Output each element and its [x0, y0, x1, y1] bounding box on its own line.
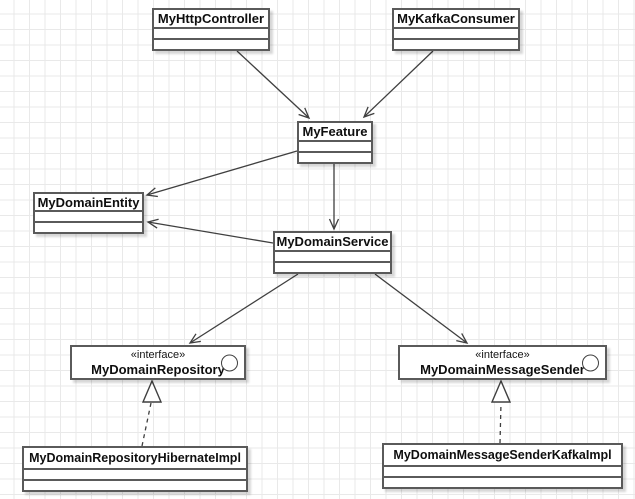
relation-MyKafkaConsumer-to-MyFeature[interactable]: [362, 50, 434, 119]
attributes-compartment: [35, 210, 142, 221]
methods-compartment: [35, 221, 142, 232]
interface-ball-icon: [221, 354, 238, 371]
interface-name: MyDomainRepository: [91, 361, 225, 377]
relation-MyDomainRepositoryHibernateImpl-to-MyDomainRepository[interactable]: [141, 402, 152, 447]
methods-compartment: [299, 151, 371, 162]
class-box-my-domain-entity[interactable]: MyDomainEntity: [33, 192, 144, 234]
relation-MyFeature-to-MyDomainEntity[interactable]: [145, 150, 298, 198]
relation-MyDomainMessageSenderKafkaImpl-to-MyDomainMessageSender[interactable]: [499, 402, 502, 444]
relation-MyHttpController-to-MyFeature[interactable]: [236, 50, 311, 120]
realization-triangle-icon: [490, 379, 512, 403]
realization-triangle-icon: [141, 379, 163, 403]
class-name: MyDomainMessageSenderKafkaImpl: [393, 448, 612, 462]
class-name: MyDomainEntity: [37, 194, 140, 210]
methods-compartment: [384, 476, 621, 487]
interface-name: MyDomainMessageSender: [420, 361, 585, 377]
class-box-my-domain-message-sender-kafka-impl[interactable]: MyDomainMessageSenderKafkaImpl: [382, 443, 623, 489]
attributes-compartment: [275, 250, 390, 261]
class-name: MyDomainService: [276, 234, 389, 249]
interface-box-my-domain-repository[interactable]: «interface» MyDomainRepository: [70, 345, 246, 380]
methods-compartment: [24, 479, 246, 490]
interface-stereotype: «interface»: [475, 348, 530, 361]
interface-box-my-domain-message-sender[interactable]: «interface» MyDomainMessageSender: [398, 345, 607, 380]
attributes-compartment: [384, 465, 621, 476]
relation-MyDomainService-to-MyDomainRepository[interactable]: [188, 273, 299, 344]
class-name: MyDomainRepositoryHibernateImpl: [29, 451, 241, 465]
methods-compartment: [394, 38, 518, 49]
interface-ball-icon: [582, 354, 599, 371]
class-box-my-domain-service[interactable]: MyDomainService: [273, 231, 392, 274]
class-box-my-feature[interactable]: MyFeature: [297, 121, 373, 164]
interface-stereotype: «interface»: [130, 348, 186, 361]
class-box-my-domain-repository-hibernate-impl[interactable]: MyDomainRepositoryHibernateImpl: [22, 446, 248, 492]
relation-MyDomainService-to-MyDomainMessageSender[interactable]: [374, 273, 469, 344]
attributes-compartment: [394, 27, 518, 38]
attributes-compartment: [299, 140, 371, 151]
methods-compartment: [154, 38, 268, 49]
attributes-compartment: [24, 468, 246, 479]
methods-compartment: [275, 261, 390, 272]
class-box-my-http-controller[interactable]: MyHttpController: [152, 8, 270, 51]
class-name: MyFeature: [302, 124, 368, 139]
class-name: MyHttpController: [157, 11, 265, 26]
attributes-compartment: [154, 27, 268, 38]
class-box-my-kafka-consumer[interactable]: MyKafkaConsumer: [392, 8, 520, 51]
relation-MyDomainService-to-MyDomainEntity[interactable]: [146, 218, 274, 244]
class-name: MyKafkaConsumer: [397, 11, 515, 26]
